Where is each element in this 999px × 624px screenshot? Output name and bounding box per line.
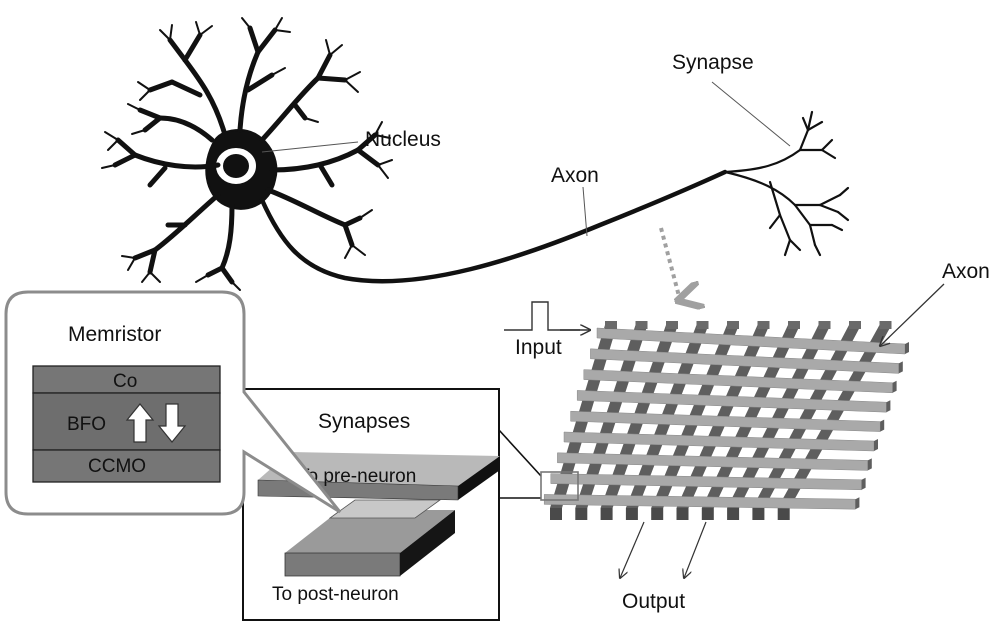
output-arrow-1 — [620, 521, 645, 578]
up-arrow-icon — [125, 403, 155, 443]
row-bar — [570, 410, 885, 432]
column-cap — [727, 321, 739, 329]
row-bar — [576, 390, 891, 413]
axon-leader — [582, 186, 588, 237]
nucleus-label: Nucleus — [365, 128, 441, 151]
column-cap — [818, 321, 831, 329]
column-cap — [605, 321, 617, 329]
row-bar — [550, 473, 866, 491]
neuron-illustration — [101, 17, 850, 291]
row-bar — [583, 369, 897, 394]
layer-bfo-label: BFO — [67, 414, 106, 435]
layer-bfo — [32, 392, 221, 451]
column-cap — [879, 321, 892, 329]
memristor-layer — [328, 499, 442, 519]
row-bar — [557, 452, 872, 471]
down-arrow-icon — [157, 403, 187, 443]
post-neuron-bar — [284, 510, 455, 577]
column-cap — [849, 321, 861, 329]
column-cap — [696, 321, 709, 329]
crossbar-array — [543, 321, 909, 520]
row-bar — [563, 431, 878, 452]
row-bar — [590, 348, 903, 374]
synapses-zoom-box: Synapses To pre-neuron To post-neuron — [242, 388, 579, 621]
nucleus-leader — [261, 141, 359, 153]
column-cap — [757, 321, 770, 329]
array-axon-label: Axon — [942, 260, 990, 283]
output-label: Output — [622, 590, 685, 613]
dashed-link-arrow — [659, 227, 680, 300]
layer-ccmo-label: CCMO — [88, 456, 146, 477]
junction-highlight — [540, 471, 579, 501]
input-pulse — [504, 301, 580, 331]
layer-co — [32, 365, 221, 394]
input-label: Input — [515, 336, 562, 359]
memristor-stack — [32, 365, 221, 483]
column-cap — [788, 321, 800, 329]
column-cap — [635, 321, 648, 329]
synapses-title: Synapses — [318, 410, 410, 433]
to-post-neuron-label: To post-neuron — [272, 584, 399, 605]
axon — [259, 169, 728, 284]
pre-neuron-bar — [257, 452, 500, 501]
column-cap — [666, 321, 678, 329]
axon-terminal — [723, 110, 850, 257]
memristor-callout: Memristor Co BFO CCMO — [4, 290, 342, 516]
array-axon-arrow — [880, 283, 945, 346]
to-pre-neuron-label: To pre-neuron — [298, 466, 416, 487]
dendrites — [112, 25, 381, 285]
row-bar — [543, 494, 860, 510]
layer-co-label: Co — [113, 371, 137, 392]
synapse-label: Synapse — [672, 51, 754, 74]
axon-label: Axon — [551, 164, 599, 187]
memristor-title: Memristor — [68, 323, 161, 346]
output-arrow-2 — [684, 521, 707, 578]
synapse-leader — [711, 81, 791, 147]
layer-ccmo — [32, 449, 221, 483]
row-bar — [596, 327, 909, 355]
